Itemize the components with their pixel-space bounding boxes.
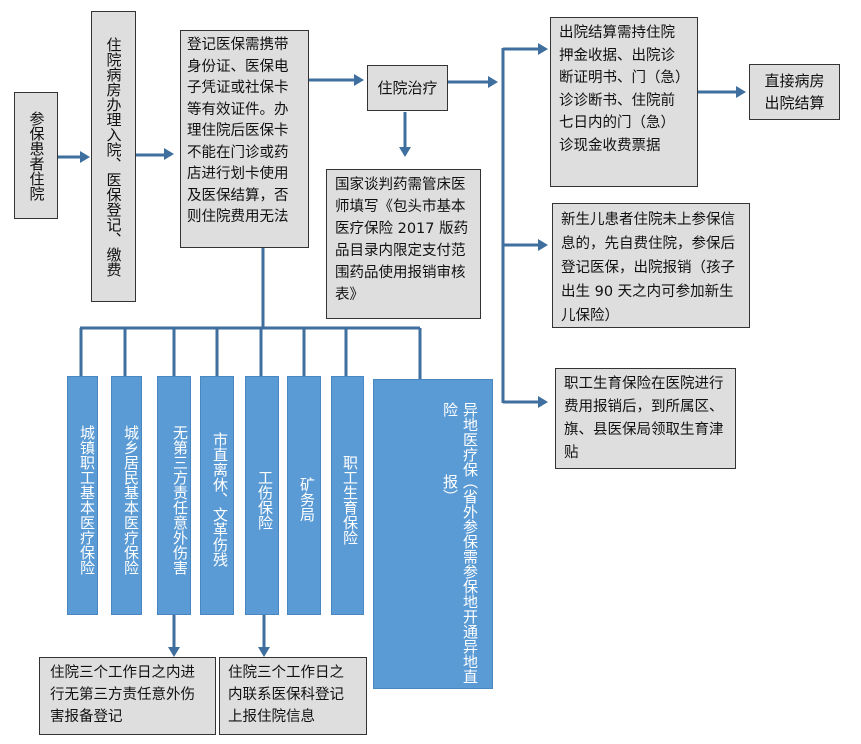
newborn-note-text: 新生儿患者住院未上参保信息的，先自费住院，参保后登记医保，出院报销（孩子出生 9… bbox=[561, 212, 735, 324]
arrowhead bbox=[258, 647, 270, 657]
arrowhead bbox=[488, 76, 498, 88]
insurance-urban-rural-resident-text: 城乡居民基本医疗保险 bbox=[122, 424, 140, 575]
drug-note-box: 国家谈判药需管床医师填写《包头市基本医疗保险 2017 版药品目录内限定支付范围… bbox=[326, 169, 481, 319]
discharge-docs-box: 出院结算需持住院押金收据、出院诊断证明书、门（急）诊诊断书、住院前七日内的门（急… bbox=[550, 17, 698, 187]
insurance-retired-disabled-text: 市直离休、文革伤残 bbox=[211, 432, 229, 567]
insurance-work-injury: 工伤保险 bbox=[245, 376, 279, 615]
arrowhead bbox=[736, 86, 746, 98]
maternity-note-text: 职工生育保险在医院进行费用报销后，到所属区、旗、县医保局领取生育津贴 bbox=[564, 376, 724, 461]
insurance-offsite-note: （省外参保需参保地开通异地直报） bbox=[441, 474, 479, 685]
admission-process-text: 住院病房办理入院、医保登记、缴费 bbox=[104, 36, 123, 277]
insurance-offsite-title: 异地医疗保险 bbox=[441, 402, 479, 477]
insurance-no-third-party-injury-text: 无第三方责任意外伤害 bbox=[171, 424, 189, 575]
insurance-urban-employee: 城镇职工基本医疗保险 bbox=[67, 376, 98, 615]
drug-note-text: 国家谈判药需管床医师填写《包头市基本医疗保险 2017 版药品目录内限定支付范围… bbox=[335, 177, 469, 303]
insurance-employee-maternity: 职工生育保险 bbox=[331, 376, 364, 615]
registration-note-box: 登记医保需携带身份证、医保电子凭证或社保卡等有效证件。办理住院后医保卡不能在门诊… bbox=[180, 30, 309, 248]
arrowhead bbox=[80, 151, 90, 163]
arrowhead bbox=[538, 43, 548, 55]
admission-process-box: 住院病房办理入院、医保登记、缴费 bbox=[91, 11, 136, 302]
direct-settlement-text: 直接病房出院结算 bbox=[764, 72, 825, 112]
work-injury-note-box: 住院三个工作日之内联系医保科登记上报住院信息 bbox=[219, 657, 367, 735]
newborn-note-box: 新生儿患者住院未上参保信息的，先自费住院，参保后登记医保，出院报销（孩子出生 9… bbox=[552, 203, 750, 328]
insurance-mining-bureau: 矿务局 bbox=[287, 376, 321, 615]
direct-settlement-box: 直接病房出院结算 bbox=[749, 64, 840, 120]
registration-note-text: 登记医保需携带身份证、医保电子凭证或社保卡等有效证件。办理住院后医保卡不能在门诊… bbox=[187, 37, 289, 225]
arrowhead bbox=[538, 396, 548, 408]
insurance-work-injury-text: 工伤保险 bbox=[256, 469, 274, 530]
insurance-urban-rural-resident: 城乡居民基本医疗保险 bbox=[111, 376, 142, 615]
arrowhead bbox=[399, 147, 411, 157]
arrowhead bbox=[164, 148, 174, 160]
arrowhead bbox=[354, 74, 364, 86]
maternity-note-box: 职工生育保险在医院进行费用报销后，到所属区、旗、县医保局领取生育津贴 bbox=[555, 368, 736, 469]
treatment-box: 住院治疗 bbox=[367, 65, 448, 111]
third-party-note-text: 住院三个工作日之内进行无第三方责任意外伤害报备登记 bbox=[50, 665, 195, 725]
insurance-retired-disabled: 市直离休、文革伤残 bbox=[200, 376, 234, 615]
patient-admission-text: 参保患者住院 bbox=[27, 110, 46, 201]
insurance-urban-employee-text: 城镇职工基本医疗保险 bbox=[78, 424, 96, 575]
third-party-note-box: 住院三个工作日之内进行无第三方责任意外伤害报备登记 bbox=[39, 657, 216, 735]
arrowhead bbox=[168, 647, 180, 657]
insurance-no-third-party-injury: 无第三方责任意外伤害 bbox=[157, 376, 191, 615]
insurance-mining-bureau-text: 矿务局 bbox=[298, 477, 316, 522]
insurance-employee-maternity-text: 职工生育保险 bbox=[341, 454, 359, 545]
patient-admission-box: 参保患者住院 bbox=[14, 92, 58, 219]
discharge-docs-text: 出院结算需持住院押金收据、出院诊断证明书、门（急）诊诊断书、住院前七日内的门（急… bbox=[559, 25, 683, 154]
insurance-offsite: 异地医疗保险 （省外参保需参保地开通异地直报） bbox=[373, 379, 493, 689]
work-injury-note-text: 住院三个工作日之内联系医保科登记上报住院信息 bbox=[228, 665, 344, 725]
arrowhead bbox=[538, 239, 548, 251]
treatment-text: 住院治疗 bbox=[377, 78, 438, 97]
